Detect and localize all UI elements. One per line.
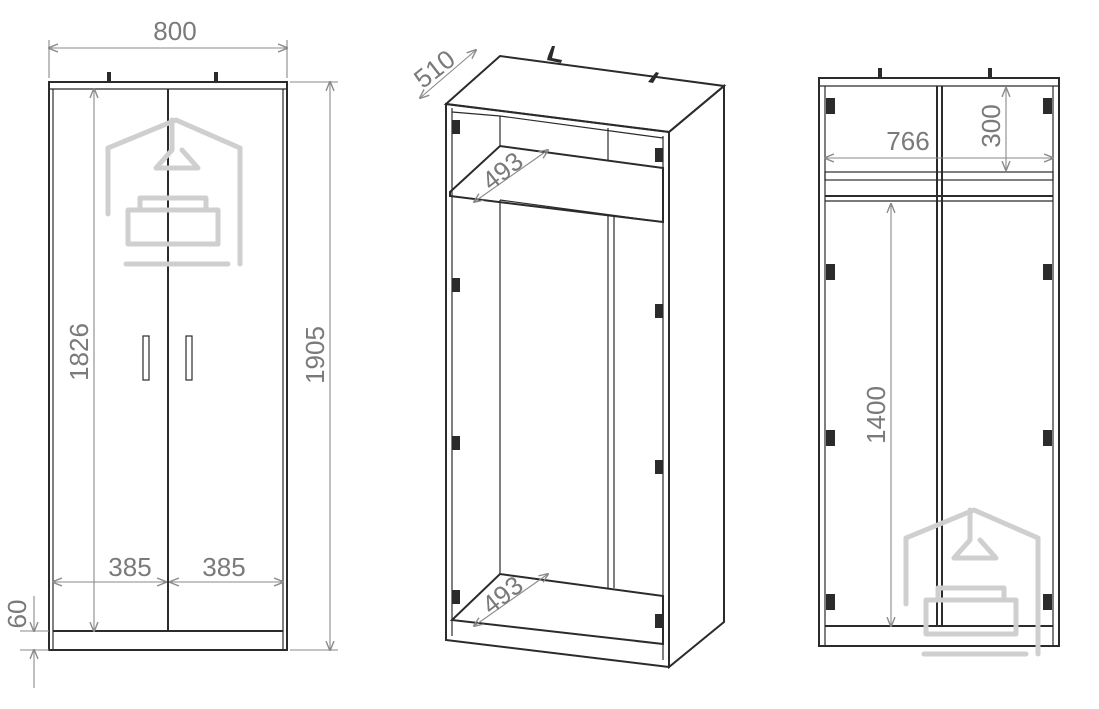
dim-line-shelf-depth [474, 150, 548, 202]
hinge [1043, 98, 1052, 114]
front-pin-right [214, 72, 218, 82]
back-hinges [826, 98, 1052, 610]
dim-line-bottom-depth [474, 574, 548, 626]
house-sofa-watermark-icon [105, 117, 243, 267]
iso-front-frame [445, 102, 670, 669]
hinge [826, 594, 835, 610]
hinge [826, 264, 835, 280]
hinge [655, 304, 663, 318]
front-pin-left [107, 72, 111, 82]
front-handle-left [142, 335, 150, 381]
back-cabinet-outline [818, 77, 1060, 647]
dim-door-left-label: 385 [108, 552, 151, 582]
hinge [655, 614, 663, 628]
dim-rail-height-label: 1400 [861, 386, 891, 444]
hinge [826, 430, 835, 446]
iso-pin-left [547, 46, 562, 63]
front-handle-right [185, 335, 193, 381]
front-cabinet-outline [48, 81, 288, 651]
dim-depth-label: 510 [408, 44, 461, 94]
hinge [655, 460, 663, 474]
dim-door-right-label: 385 [202, 552, 245, 582]
iso-shelf-front [499, 199, 664, 223]
dim-plinth-label: 60 [2, 600, 32, 629]
iso-right-side [668, 83, 725, 670]
back-pin-right [988, 68, 992, 78]
iso-shelf [449, 144, 664, 224]
iso-view: 510 493 493 [408, 44, 727, 670]
front-view: 800 1905 1826 385 385 60 [2, 16, 338, 688]
back-shelf [824, 171, 1054, 181]
iso-hinges [452, 120, 663, 628]
dim-shelf-depth-label: 493 [476, 146, 529, 196]
hinge [655, 148, 663, 162]
dim-door-height-label: 1826 [64, 323, 94, 381]
hinge [452, 590, 460, 604]
hinge [1043, 430, 1052, 446]
hinge [452, 436, 460, 450]
hinge [452, 278, 460, 292]
iso-pin-right [648, 72, 659, 83]
dim-total-height-label: 1905 [300, 326, 330, 384]
hinge [1043, 594, 1052, 610]
iso-bottom [449, 572, 664, 646]
dim-width-label: 800 [153, 16, 196, 46]
back-view: 766 300 1400 [818, 68, 1060, 657]
back-pin-left [878, 68, 882, 78]
dim-line-depth [420, 50, 476, 98]
hinge [826, 98, 835, 114]
dim-top-compartment-label: 300 [976, 104, 1006, 147]
iso-top-inner [451, 111, 664, 139]
house-sofa-watermark-icon [903, 507, 1041, 657]
dim-inner-width-label: 766 [886, 126, 929, 156]
hinge [452, 120, 460, 134]
hinge [1043, 264, 1052, 280]
